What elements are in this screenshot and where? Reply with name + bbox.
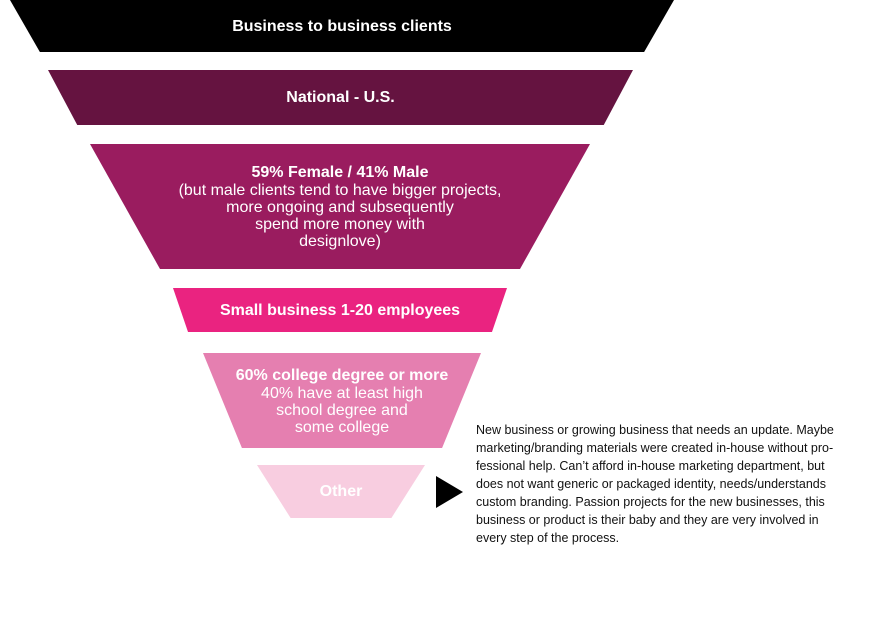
- funnel-tier-education: 60% college degree or more 40% have at l…: [203, 353, 481, 448]
- tier-title: 60% college degree or more: [235, 366, 449, 384]
- tier-title: 59% Female / 41% Male: [251, 164, 429, 181]
- funnel-tier-other: Other: [257, 465, 425, 518]
- tier-title: National - U.S.: [286, 89, 395, 106]
- play-triangle-icon: [436, 476, 463, 508]
- description-note: New business or growing business that ne…: [476, 423, 834, 545]
- tier-subtitle: 40% have at least high school degree and…: [261, 384, 423, 436]
- funnel-tier-gender: 59% Female / 41% Male (but male clients …: [90, 144, 590, 269]
- tier-subtitle: (but male clients tend to have bigger pr…: [178, 182, 502, 250]
- funnel-tier-national: National - U.S.: [48, 70, 633, 125]
- funnel-tier-business-size: Small business 1-20 employees: [173, 288, 507, 332]
- tier-title: Other: [319, 483, 363, 500]
- funnel-tier-b2b: Business to business clients: [10, 0, 674, 52]
- tier-title: Small business 1-20 employees: [219, 301, 461, 319]
- tier-title: Business to business clients: [232, 17, 452, 35]
